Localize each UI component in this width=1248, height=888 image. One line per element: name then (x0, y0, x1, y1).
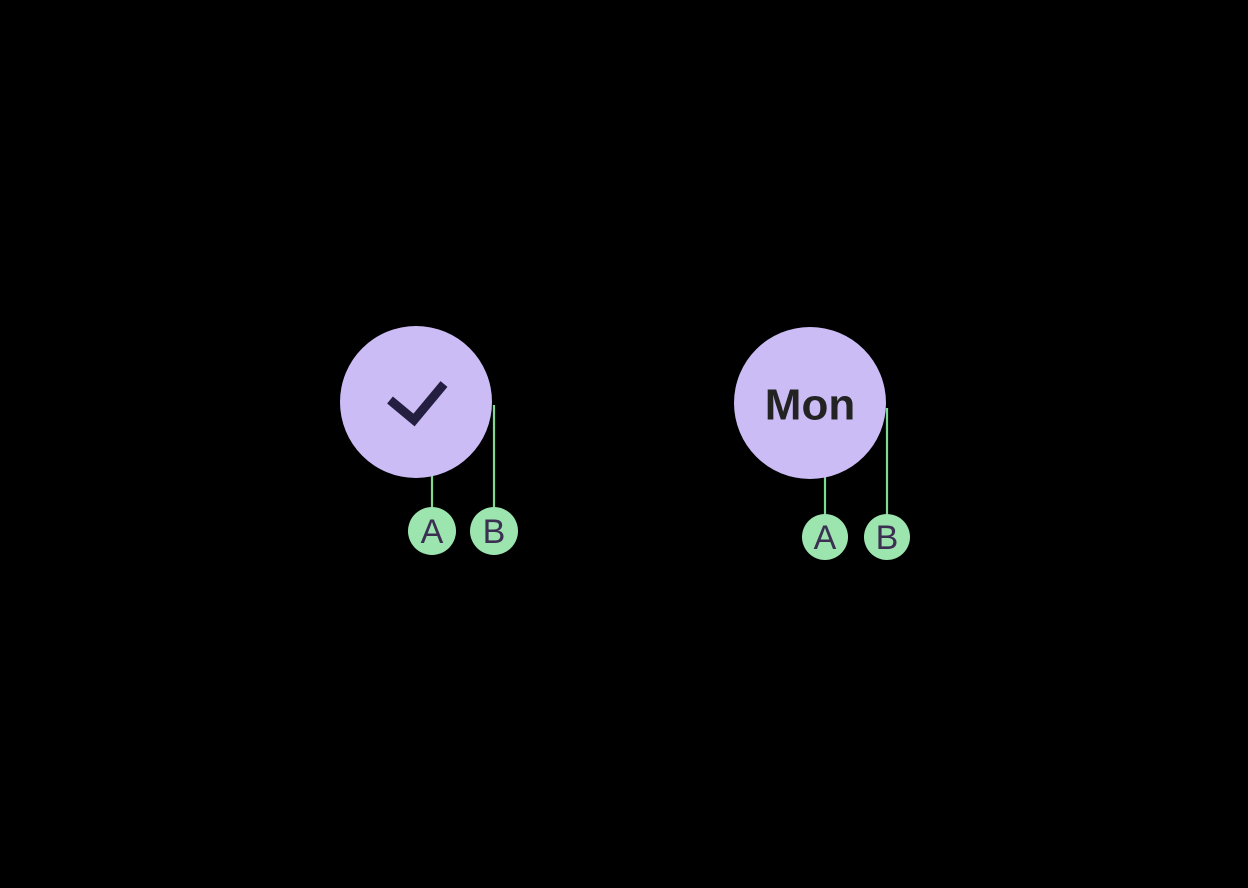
child-node-b-label: B (876, 519, 899, 557)
check-node[interactable] (340, 326, 492, 478)
child-node-b[interactable] (864, 514, 910, 560)
node-group-left: A B (340, 326, 518, 555)
mon-node-label: Mon (765, 381, 855, 430)
child-node-b-label: B (483, 513, 506, 551)
child-node-a-label: A (814, 519, 837, 557)
child-node-b[interactable] (470, 507, 518, 555)
check-icon (387, 381, 448, 427)
child-node-a[interactable] (408, 507, 456, 555)
child-node-a[interactable] (802, 514, 848, 560)
child-node-a-label: A (421, 513, 444, 551)
node-group-right: Mon A B (734, 327, 910, 560)
mon-node[interactable] (734, 327, 886, 479)
